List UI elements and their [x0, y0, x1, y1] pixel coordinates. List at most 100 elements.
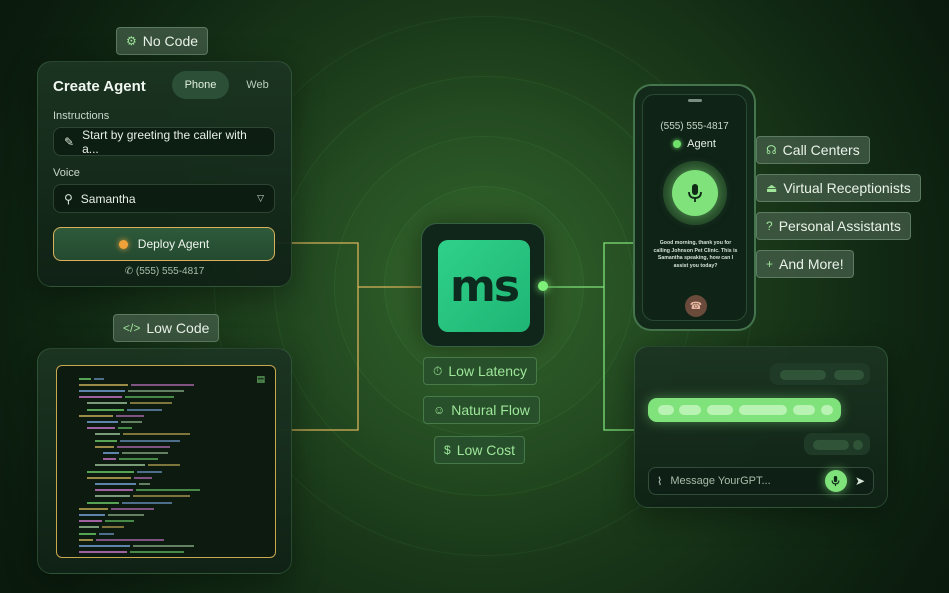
code-line — [65, 488, 200, 494]
code-line — [65, 450, 168, 456]
tab-phone[interactable]: Phone — [172, 71, 229, 99]
natural-flow-chip: ☺ Natural Flow — [423, 396, 540, 424]
code-line — [65, 519, 134, 525]
chip-label: Personal Assistants — [778, 218, 901, 234]
chip-label: Virtual Receptionists — [783, 180, 911, 196]
placeholder-bar — [658, 405, 674, 415]
placeholder-bar — [780, 370, 826, 380]
plus-icon: + — [766, 257, 774, 271]
code-line — [65, 376, 104, 382]
code-line — [65, 506, 154, 512]
placeholder-bar — [707, 405, 733, 415]
code-line — [65, 395, 174, 401]
low-latency-chip: ⏱ Low Latency — [423, 357, 537, 385]
chip-label: Natural Flow — [451, 402, 530, 418]
low-code-chip: </> Low Code — [113, 314, 220, 342]
deploy-label: Deploy Agent — [137, 237, 210, 251]
virtual-receptionists-chip: ⏏ Virtual Receptionists — [756, 174, 921, 202]
code-line — [65, 432, 190, 438]
placeholder-bar — [813, 440, 849, 450]
code-line — [65, 512, 144, 518]
code-line — [65, 388, 184, 394]
send-icon[interactable]: ➤ — [854, 474, 865, 488]
channel-toggle: Phone Web — [172, 71, 286, 99]
tab-web[interactable]: Web — [246, 79, 269, 91]
agent-status: Agent — [643, 138, 746, 150]
voice-value: Samantha — [80, 191, 136, 206]
headset-icon: ☊ — [766, 143, 777, 157]
voice-input-button[interactable] — [824, 470, 847, 492]
placeholder-bar — [793, 405, 815, 415]
placeholder-bar — [739, 405, 787, 415]
chip-label: No Code — [142, 33, 199, 49]
chip-label: And More! — [779, 256, 844, 272]
placeholder-bar — [679, 405, 701, 415]
message-input[interactable]: ⌇ Message YourGPT... ➤ — [648, 467, 874, 495]
code-editor: ▤ — [56, 365, 276, 558]
smile-icon: ☺ — [433, 403, 446, 417]
microphone-button[interactable] — [672, 170, 718, 216]
status-dot-icon — [118, 239, 128, 249]
code-line — [65, 413, 144, 419]
chevron-down-icon: ▽ — [257, 193, 264, 203]
instructions-label: Instructions — [53, 110, 110, 122]
placeholder-bar — [821, 405, 833, 415]
phone-mockup: (555) 555-4817 Agent Good morning, thank… — [633, 84, 756, 331]
chip-label: Call Centers — [782, 142, 860, 158]
phone-screen: (555) 555-4817 Agent Good morning, thank… — [642, 94, 747, 321]
message-placeholder: Message YourGPT... — [670, 475, 771, 487]
call-centers-chip: ☊ Call Centers — [756, 136, 870, 164]
deploy-agent-button[interactable]: Deploy Agent — [53, 227, 275, 261]
code-line — [65, 469, 162, 475]
no-code-chip: ⚙ No Code — [116, 27, 209, 55]
code-line — [65, 407, 162, 413]
bell-icon: ⏏ — [766, 181, 778, 195]
online-dot-icon — [673, 140, 682, 148]
caller-number: (555) 555-4817 — [660, 121, 729, 132]
greeting-transcript: Good morning, thank you for calling John… — [653, 240, 738, 269]
paperclip-icon[interactable]: ⌇ — [657, 475, 663, 488]
personal-assistants-chip: ? Personal Assistants — [756, 212, 911, 240]
code-line — [65, 543, 194, 549]
code-line — [65, 537, 164, 543]
chip-label: Low Latency — [448, 363, 527, 379]
placeholder-bar — [834, 370, 864, 380]
voice-select[interactable]: ⚲ Samantha ▽ — [53, 184, 275, 213]
instructions-value: Start by greeting the caller with a... — [82, 127, 247, 156]
card-title: Create Agent — [53, 78, 146, 95]
chip-label: Low Code — [146, 320, 210, 336]
chat-card: ⌇ Message YourGPT... ➤ — [634, 346, 888, 508]
code-line — [65, 481, 150, 487]
code-line — [65, 401, 172, 407]
code-line — [65, 494, 190, 500]
dollar-icon: $ — [444, 443, 451, 457]
code-line — [65, 419, 142, 425]
chip-label: Low Cost — [456, 442, 516, 458]
placeholder-bar — [853, 440, 863, 450]
microphone-icon — [688, 184, 702, 202]
code-line — [65, 438, 180, 444]
code-line — [65, 463, 180, 469]
instructions-field[interactable]: ✎ Start by greeting the caller with a... — [53, 127, 275, 156]
logo-container: ms — [421, 223, 545, 347]
microphone-icon — [832, 475, 840, 487]
connector-node — [538, 281, 548, 291]
create-agent-card: Create Agent Phone Web Instructions ✎ St… — [37, 61, 292, 287]
and-more-chip: + And More! — [756, 250, 854, 278]
hang-up-button[interactable]: ☎ — [685, 295, 707, 317]
ms-logo: ms — [438, 240, 530, 332]
code-line — [65, 525, 124, 531]
code-line — [65, 444, 170, 450]
code-editor-card: ▤ — [37, 348, 292, 574]
low-cost-chip: $ Low Cost — [434, 436, 526, 464]
clipboard-icon[interactable]: ▤ — [256, 374, 265, 384]
code-line — [65, 426, 132, 432]
gear-icon: ⚙ — [126, 34, 137, 48]
agent-label: Agent — [687, 138, 716, 150]
phone-icon: ✆ — [124, 266, 136, 277]
code-line — [65, 550, 184, 556]
timer-icon: ⏱ — [433, 363, 443, 378]
phone-notch — [688, 99, 702, 102]
hang-up-icon: ☎ — [689, 300, 703, 312]
